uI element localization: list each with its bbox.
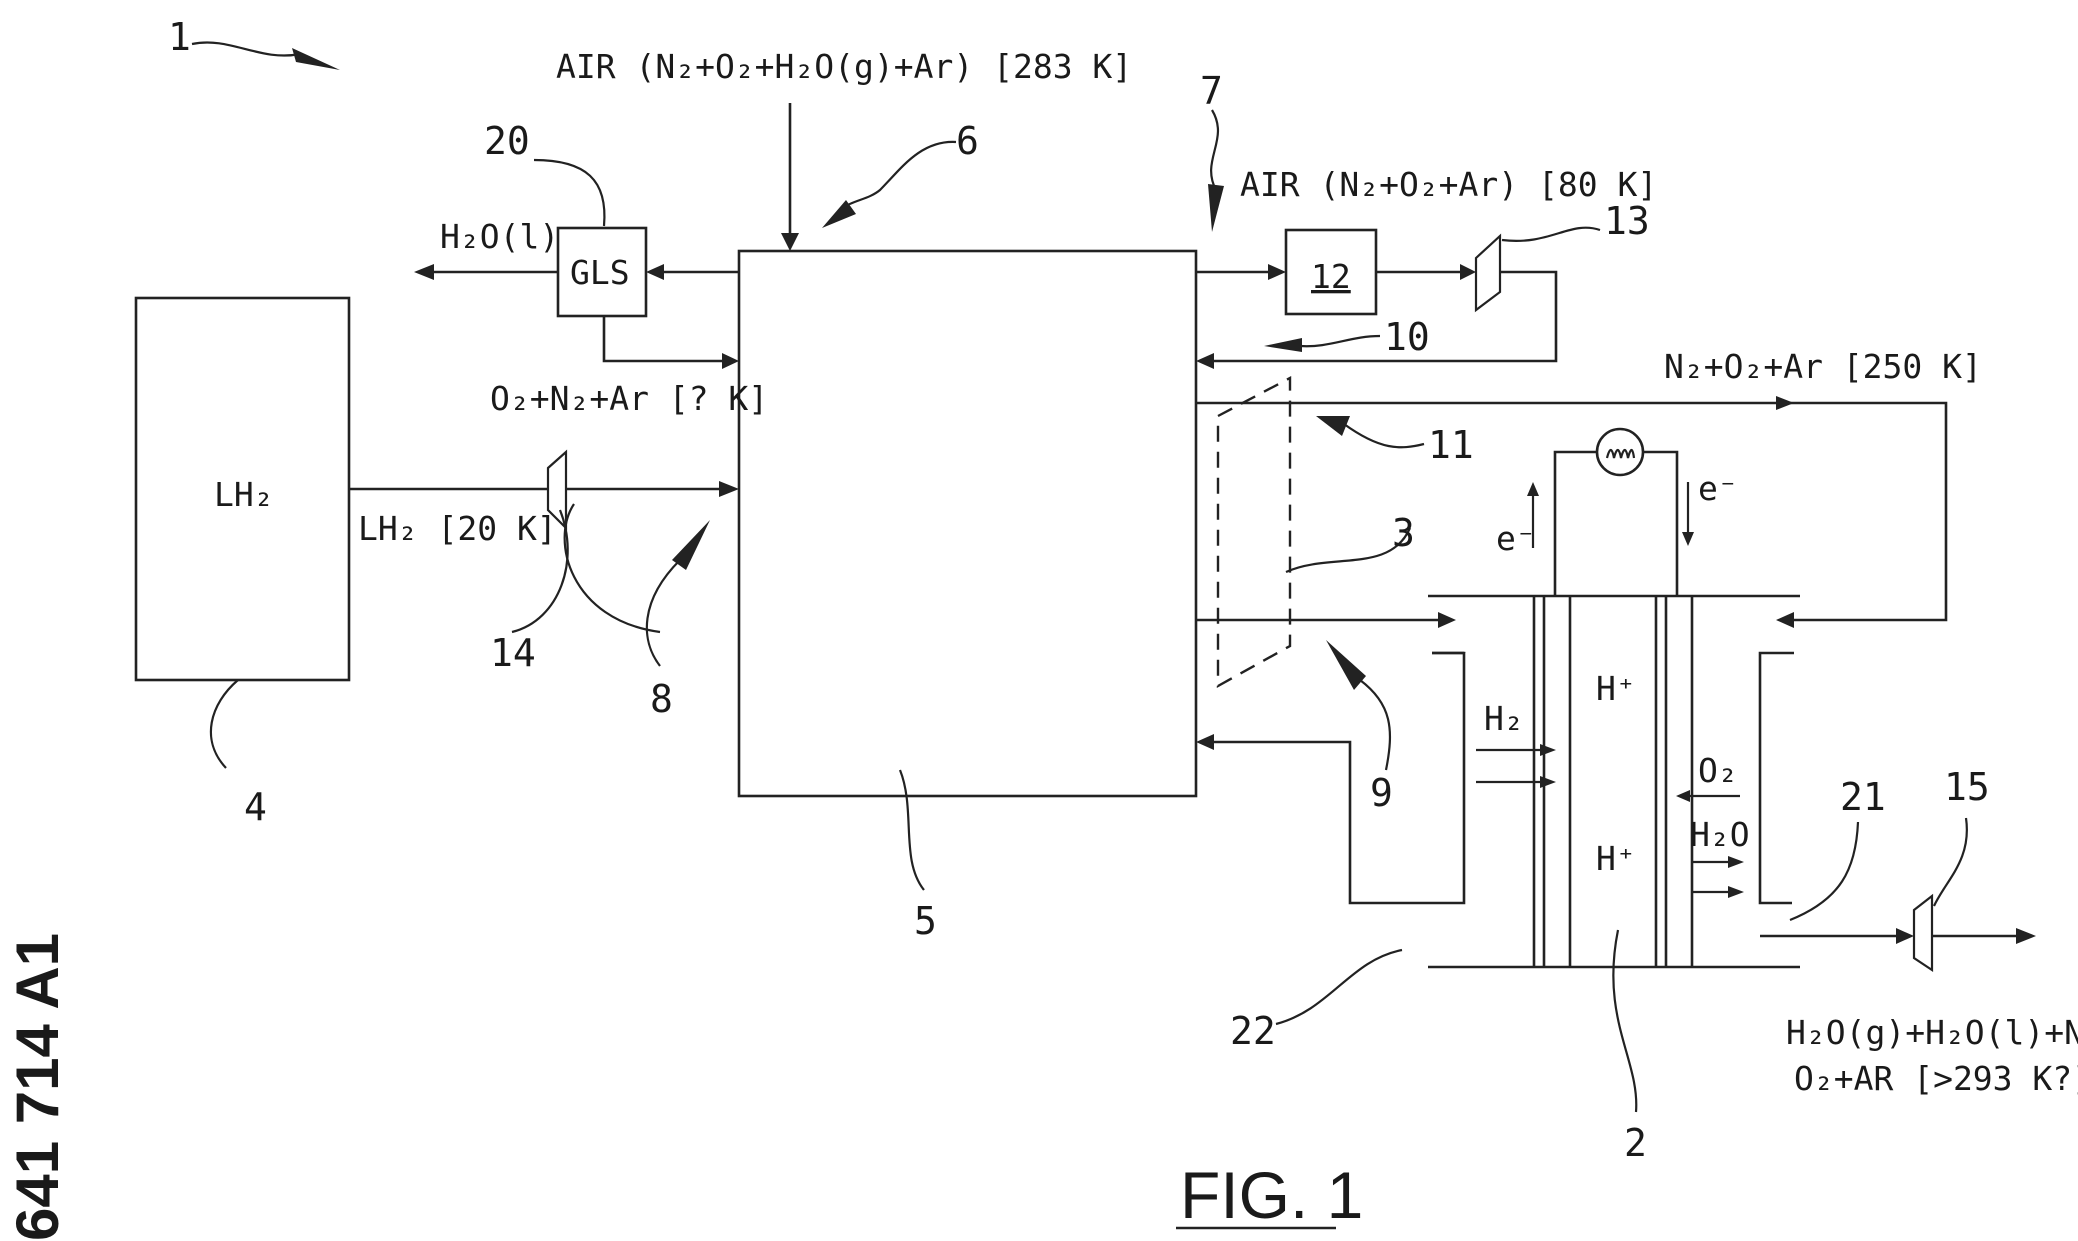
lh2-20k-label: LH₂ [20 K] — [358, 509, 557, 548]
leader-6 — [840, 142, 956, 210]
leader-8-arrowhead — [672, 520, 710, 570]
ref-10: 10 — [1384, 315, 1430, 359]
proton-label-bottom: H⁺ — [1596, 839, 1636, 878]
leader-9-arrowhead — [1326, 640, 1366, 690]
o2-n2-ar-unknown-label: O₂+N₂+Ar [? K] — [490, 379, 768, 418]
arrowhead-into-anode — [1438, 612, 1456, 628]
ref-9: 9 — [1370, 771, 1393, 815]
arrowhead-into-13 — [1460, 264, 1476, 280]
side-publication-number: 641 714 A1 — [4, 933, 71, 1241]
leader-8 — [647, 560, 680, 666]
h2o-arrowhead-1 — [1728, 856, 1744, 868]
lh2-tank-label: LH₂ — [214, 475, 274, 514]
leader-15 — [1934, 818, 1967, 906]
ref-20: 20 — [484, 119, 530, 163]
box-12-label: 12 — [1311, 257, 1351, 296]
arrowhead-return-10 — [1196, 353, 1214, 369]
exhaust-out-arrowhead — [2016, 928, 2036, 944]
arrowhead-return-into-5 — [1196, 734, 1214, 750]
leader-13 — [1502, 228, 1600, 241]
proton-label-top: H⁺ — [1596, 669, 1636, 708]
figure-title: FIG. 1 — [1180, 1158, 1363, 1232]
ref-3: 3 — [1392, 511, 1415, 555]
ref-2: 2 — [1624, 1121, 1647, 1165]
leader-11 — [1344, 424, 1424, 447]
ref-22: 22 — [1230, 1009, 1276, 1053]
leader-10 — [1300, 336, 1380, 346]
ref-5: 5 — [914, 899, 937, 943]
leader-22 — [1276, 950, 1402, 1024]
anode-return-line — [1214, 653, 1464, 903]
load-coil-icon — [1607, 450, 1634, 458]
arrowhead-water-out — [414, 264, 434, 280]
electron-down-arrowhead — [1682, 532, 1694, 546]
leader-1-arrowhead — [292, 48, 340, 70]
leader-11-arrowhead — [1316, 416, 1350, 436]
leader-8-line — [565, 504, 660, 632]
ref-13: 13 — [1604, 199, 1650, 243]
leader-9 — [1360, 680, 1390, 770]
electron-label-left: e⁻ — [1496, 519, 1536, 558]
arrowhead-250k — [1776, 396, 1794, 410]
ref-1: 1 — [168, 15, 191, 59]
exhaust-label-line1: H₂O(g)+H₂O(l)+N₂+ — [1786, 1013, 2078, 1052]
turbine-15 — [1914, 896, 1932, 970]
h2-arrowhead-2 — [1540, 776, 1556, 788]
exhaust-label-line2: O₂+AR [>293 K?] — [1794, 1059, 2078, 1098]
leader-10-arrowhead — [1264, 338, 1302, 352]
line-250k-to-cathode — [1196, 403, 1946, 620]
ref-14: 14 — [490, 631, 536, 675]
arrowhead-into-cathode — [1776, 612, 1794, 628]
arrowhead-into-12 — [1268, 264, 1286, 280]
cathode-bracket — [1760, 653, 1794, 903]
gls-label: GLS — [570, 253, 630, 292]
circuit-left — [1555, 452, 1596, 596]
circuit-right — [1644, 452, 1677, 596]
leader-7 — [1211, 110, 1218, 190]
air-inlet-arrowhead — [781, 233, 799, 251]
arrowhead-gls-return — [722, 353, 739, 369]
h2-arrowhead-1 — [1540, 744, 1556, 756]
leader-2 — [1613, 930, 1636, 1112]
ref-6: 6 — [956, 119, 979, 163]
leader-21 — [1790, 822, 1858, 920]
h2o-arrowhead-2 — [1728, 886, 1744, 898]
ref-8: 8 — [650, 677, 673, 721]
h2o-liquid-label: H₂O(l) — [440, 217, 559, 256]
leader-5 — [900, 770, 924, 890]
leader-7-arrowhead — [1208, 184, 1224, 232]
air-inlet-label: AIR (N₂+O₂+H₂O(g)+Ar) [283 K] — [556, 47, 1132, 86]
leader-1 — [192, 42, 300, 55]
arrowhead-into-gls — [646, 264, 664, 280]
compressor-13 — [1476, 236, 1500, 310]
h2o-label: H₂O — [1690, 815, 1750, 854]
line-gls-return — [604, 316, 724, 361]
electron-up-arrowhead — [1527, 482, 1539, 496]
ref-7: 7 — [1200, 69, 1223, 113]
dashed-unit-11 — [1218, 378, 1290, 686]
heat-exchanger-5 — [739, 251, 1196, 796]
electron-label-right: e⁻ — [1698, 469, 1738, 508]
exhaust-arrowhead — [1896, 928, 1914, 944]
arrowhead-feed-into-5 — [719, 481, 739, 497]
ref-4: 4 — [244, 785, 267, 829]
ref-21: 21 — [1840, 775, 1886, 819]
ref-11: 11 — [1428, 423, 1474, 467]
n2-o2-ar-250k-label: N₂+O₂+Ar [250 K] — [1664, 347, 1982, 386]
h2-label: H₂ — [1484, 699, 1524, 738]
air-80k-label: AIR (N₂+O₂+Ar) [80 K] — [1240, 165, 1657, 204]
leader-4 — [211, 680, 238, 768]
o2-arrowhead — [1676, 790, 1690, 802]
ref-15: 15 — [1944, 765, 1990, 809]
o2-label: O₂ — [1698, 751, 1738, 790]
